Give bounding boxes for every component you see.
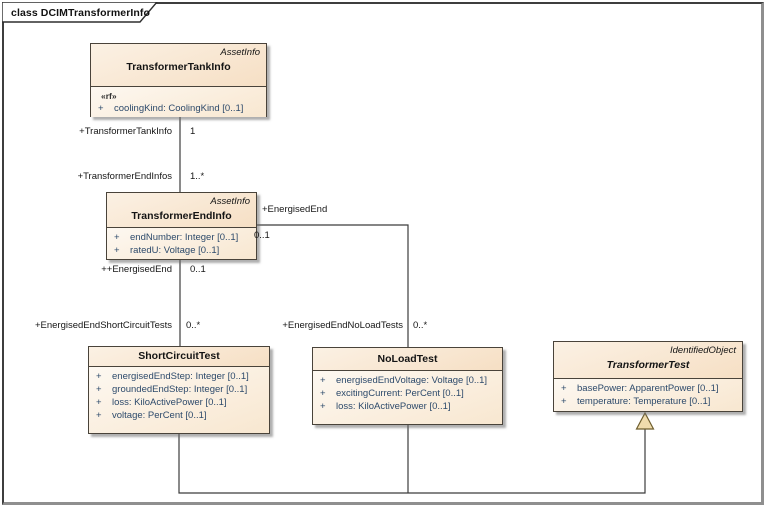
class-name: ShortCircuitTest: [138, 350, 220, 362]
attribute-text: loss: KiloActivePower [0..1]: [336, 401, 451, 412]
multiplicity-shortcircuittests: 0..*: [186, 320, 201, 331]
attribute-text: loss: KiloActivePower [0..1]: [112, 397, 227, 408]
class-noloadtest: NoLoadTest + energisedEndVoltage: Voltag…: [312, 347, 503, 425]
attribute-text: energisedEndVoltage: Voltage [0..1]: [336, 375, 488, 386]
multiplicity-endinfos: 1..*: [190, 171, 205, 182]
attribute-compartment: + endNumber: Integer [0..1] + ratedU: Vo…: [107, 227, 256, 259]
class-name: TransformerTest: [606, 359, 690, 371]
attribute: + energisedEndStep: Integer [0..1]: [96, 370, 265, 383]
attribute-compartment: + energisedEndVoltage: Voltage [0..1] + …: [313, 370, 502, 424]
name-compartment: AssetInfo TransformerTankInfo: [91, 44, 266, 86]
name-compartment: ShortCircuitTest: [89, 347, 269, 366]
visibility-marker: +: [114, 232, 120, 243]
class-name: TransformerEndInfo: [131, 210, 232, 222]
attribute-text: energisedEndStep: Integer [0..1]: [112, 371, 249, 382]
attribute-compartment: «rf» + coolingKind: CoolingKind [0..1]: [91, 86, 266, 117]
attribute: + loss: KiloActivePower [0..1]: [96, 396, 265, 409]
attribute-text: excitingCurrent: PerCent [0..1]: [336, 388, 464, 399]
frame-tab-shape: [1, 1, 159, 23]
name-compartment: NoLoadTest: [313, 348, 502, 370]
diagram-frame-tab: class DCIMTransformerInfo: [1, 1, 162, 24]
attribute-text: voltage: PerCent [0..1]: [112, 410, 207, 421]
attribute: + endNumber: Integer [0..1]: [114, 231, 252, 244]
role-label-shortcircuittests: +EnergisedEndShortCircuitTests: [34, 320, 172, 331]
class-transformertankinfo: AssetInfo TransformerTankInfo «rf» + coo…: [90, 43, 267, 117]
attribute: + groundedEndStep: Integer [0..1]: [96, 383, 265, 396]
attribute-text: groundedEndStep: Integer [0..1]: [112, 384, 248, 395]
role-label-energisedend-noload: +EnergisedEnd: [262, 204, 328, 215]
attribute: + coolingKind: CoolingKind [0..1]: [98, 102, 262, 115]
multiplicity-tank: 1: [190, 126, 196, 137]
name-compartment: IdentifiedObject TransformerTest: [554, 342, 742, 378]
attribute: + loss: KiloActivePower [0..1]: [320, 400, 498, 413]
attribute-compartment: + energisedEndStep: Integer [0..1] + gro…: [89, 366, 269, 433]
role-label-energisedend-short: ++EnergisedEnd: [101, 264, 172, 275]
attribute-text: endNumber: Integer [0..1]: [130, 232, 239, 243]
class-shortcircuittest: ShortCircuitTest + energisedEndStep: Int…: [88, 346, 270, 434]
role-label-transformertankinfo: +TransformerTankInfo: [79, 126, 172, 137]
attribute-text: temperature: Temperature [0..1]: [577, 396, 711, 407]
attribute: + energisedEndVoltage: Voltage [0..1]: [320, 374, 498, 387]
class-transformerendinfo: AssetInfo TransformerEndInfo + endNumber…: [106, 192, 257, 260]
visibility-marker: +: [561, 396, 567, 407]
visibility-marker: +: [320, 388, 326, 399]
role-label-transformerendinfos: +TransformerEndInfos: [77, 171, 172, 182]
attribute: + voltage: PerCent [0..1]: [96, 409, 265, 422]
attribute: + ratedU: Voltage [0..1]: [114, 244, 252, 257]
attribute: + basePower: ApparentPower [0..1]: [561, 382, 738, 395]
name-compartment: AssetInfo TransformerEndInfo: [107, 193, 256, 227]
visibility-marker: +: [96, 410, 102, 421]
class-name: TransformerTankInfo: [126, 61, 231, 73]
visibility-marker: +: [320, 375, 326, 386]
attribute-text: coolingKind: CoolingKind [0..1]: [114, 103, 244, 114]
class-name: NoLoadTest: [377, 353, 438, 365]
visibility-marker: +: [96, 371, 102, 382]
multiplicity-energisedend-short: 0..1: [190, 264, 206, 275]
parent-class-label: AssetInfo: [220, 47, 260, 58]
attribute-text: basePower: ApparentPower [0..1]: [577, 383, 719, 394]
visibility-marker: +: [96, 384, 102, 395]
stereotype-label: «rf»: [101, 91, 117, 101]
visibility-marker: +: [561, 383, 567, 394]
visibility-marker: +: [98, 103, 104, 114]
multiplicity-energisedend-noload: 0..1: [254, 230, 270, 241]
diagram-title: class DCIMTransformerInfo: [11, 7, 151, 19]
attribute-compartment: + basePower: ApparentPower [0..1] + temp…: [554, 378, 742, 411]
visibility-marker: +: [114, 245, 120, 256]
visibility-marker: +: [96, 397, 102, 408]
attribute: + excitingCurrent: PerCent [0..1]: [320, 387, 498, 400]
parent-class-label: AssetInfo: [210, 196, 250, 207]
role-label-noloadtests: +EnergisedEndNoLoadTests: [282, 320, 403, 331]
parent-class-label: IdentifiedObject: [669, 345, 736, 356]
multiplicity-noloadtests: 0..*: [413, 320, 428, 331]
attribute: + temperature: Temperature [0..1]: [561, 395, 738, 408]
attribute-text: ratedU: Voltage [0..1]: [130, 245, 220, 256]
visibility-marker: +: [320, 401, 326, 412]
class-transformertest: IdentifiedObject TransformerTest + baseP…: [553, 341, 743, 412]
